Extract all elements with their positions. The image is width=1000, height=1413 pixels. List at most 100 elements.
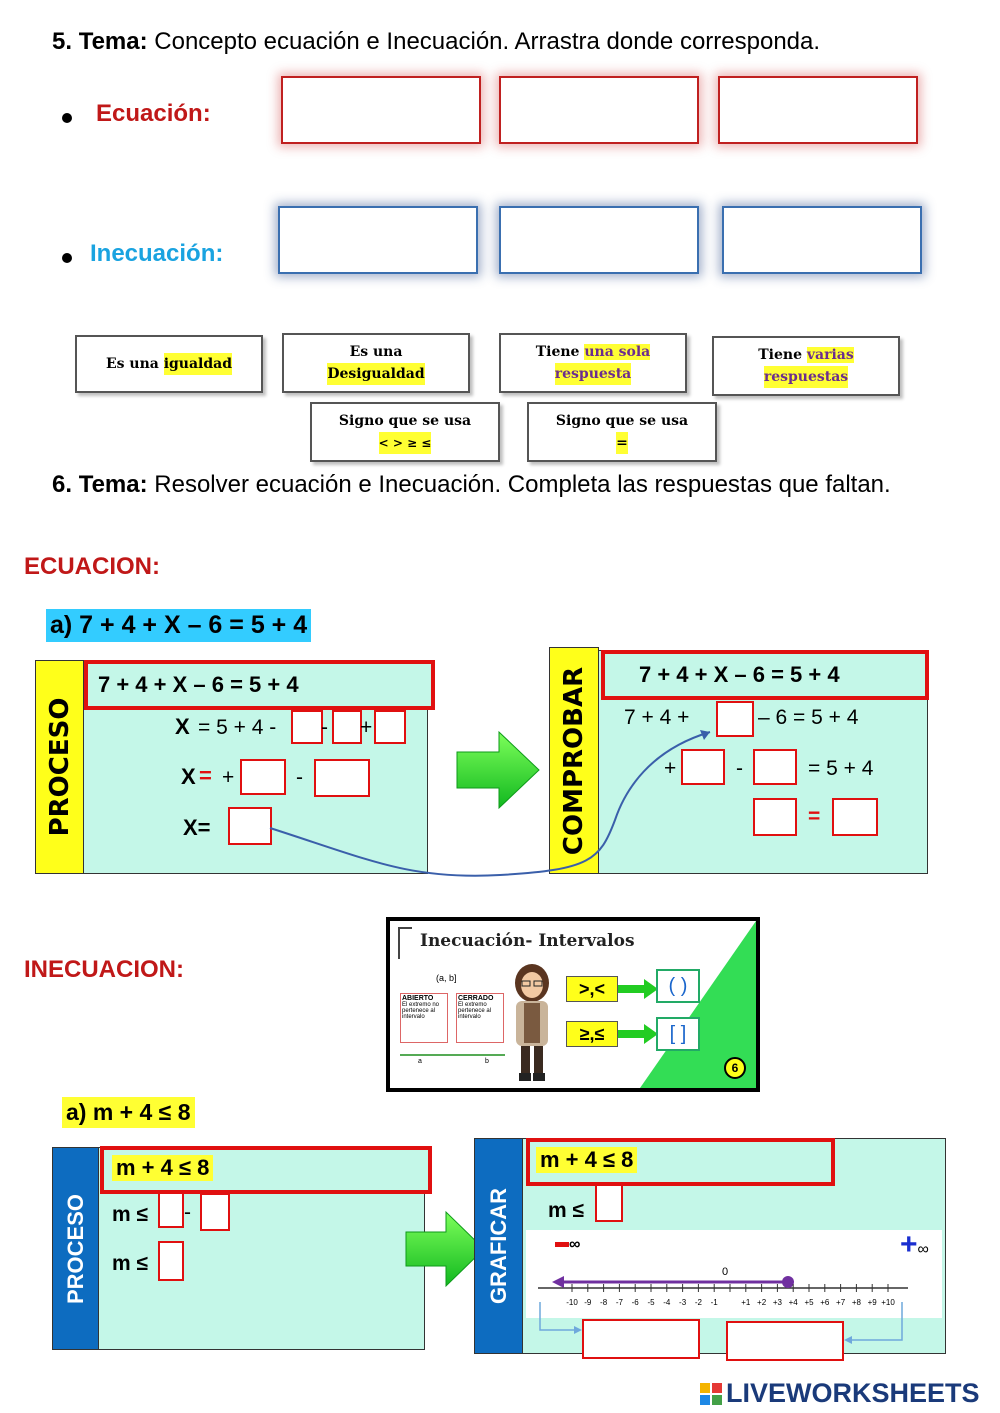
ineq-process-box: m + 4 ≤ 8	[100, 1146, 432, 1194]
bracket2-box: [ ]	[656, 1017, 700, 1051]
eq-step1-minus: -	[321, 716, 328, 739]
section5-tema-text: Concepto ecuación e Inecuación. Arrastra…	[154, 28, 821, 55]
eq-step2-plus: +	[222, 766, 235, 789]
arrow-symbol1	[618, 979, 658, 999]
section5-number: 5.	[52, 28, 73, 55]
infographic-title-corner	[398, 927, 412, 959]
eq-problem: a) 7 + 4 + X – 6 = 5 + 4	[46, 609, 312, 642]
comp-line2-plus: +	[664, 757, 677, 780]
numberline-tick-label: -10	[566, 1298, 578, 1307]
bullet-ecuacion	[62, 113, 72, 123]
eq-step1-text: = 5 + 4 -	[198, 716, 277, 739]
proceso-label-ecuacion: PROCESO	[45, 697, 75, 837]
card-una-sola-hl2: respuesta	[554, 363, 632, 385]
solution-endpoint	[782, 1276, 794, 1288]
card-signo-desigualdad[interactable]: Signo que se usa < > ≥ ≤	[310, 402, 500, 462]
ineq-step1-answer-2[interactable]	[200, 1193, 230, 1231]
infographic-label-b: b	[485, 1058, 489, 1065]
solution-ray-arrowhead	[552, 1276, 564, 1288]
cerrado-text: El extremo pertenece al intervalo	[458, 1002, 492, 1020]
proceso-bar-ecuacion: PROCESO	[35, 660, 85, 874]
intervalos-infographic: Inecuación- Intervalos (a, b] ABIERTO El…	[386, 917, 760, 1092]
ineq-step2-answer[interactable]	[158, 1241, 184, 1281]
section5-heading: 5. Tema: Concepto ecuación e Inecuación.…	[52, 28, 982, 56]
graf-m: m ≤	[548, 1199, 585, 1222]
bracket1-box: ( )	[656, 969, 700, 1003]
eq-step2-answer-1[interactable]	[240, 759, 286, 795]
eq-step1-x: X	[175, 714, 190, 739]
comp-line3-eq: =	[808, 805, 821, 828]
comp-line2-answer-2[interactable]	[753, 749, 797, 785]
numberline-tick-label: -7	[616, 1298, 624, 1307]
eq-step1-answer-1[interactable]	[291, 710, 323, 744]
interval-connectors	[539, 1302, 903, 1344]
symbol1-box: >,<	[566, 976, 618, 1002]
card-desigualdad[interactable]: Es una Desigualdad	[282, 333, 470, 393]
comp-line1-pre: 7 + 4 +	[624, 706, 690, 729]
card-una-sola-respuesta[interactable]: Tiene una sola respuesta	[499, 333, 687, 393]
comp-line3-answer-2[interactable]	[832, 798, 878, 836]
inecuacion-dropzone-3[interactable]	[722, 206, 922, 274]
ineq-problem: a) m + 4 ≤ 8	[62, 1097, 195, 1128]
card-una-sola-prefix: Tiene	[535, 344, 580, 360]
numberline-tick-label: -2	[695, 1298, 703, 1307]
interval-answer-left[interactable]	[582, 1319, 700, 1359]
eq-step2-answer-2[interactable]	[314, 759, 370, 797]
card-igualdad-prefix: Es una	[105, 356, 159, 372]
comp-line2-minus: -	[736, 757, 743, 780]
interval-answer-right[interactable]	[726, 1321, 844, 1361]
comp-box-text: 7 + 4 + X – 6 = 5 + 4	[639, 662, 840, 687]
green-arrow-inecuacion	[405, 1210, 485, 1288]
card-igualdad-highlight: igualdad	[163, 353, 233, 375]
plus-infinity-symbol: ∞	[917, 1241, 929, 1258]
eq-step2-x: X	[181, 764, 196, 789]
section6-tema-label: Tema:	[78, 471, 148, 498]
eq-step1-answer-2[interactable]	[332, 710, 362, 744]
numberline-tick-label: -4	[663, 1298, 671, 1307]
eq-step3-answer[interactable]	[228, 807, 272, 845]
graf-m-answer[interactable]	[595, 1184, 623, 1222]
proceso-label-inecuacion: PROCESO	[63, 1193, 88, 1304]
comp-line3-answer-1[interactable]	[753, 798, 797, 836]
abierto-box: ABIERTO El extremo no pertenece al inter…	[400, 993, 448, 1043]
graficar-bar: GRAFICAR	[474, 1138, 524, 1354]
infographic-interval: (a, b]	[436, 973, 457, 983]
comp-line2-answer-1[interactable]	[681, 749, 725, 785]
connector-curve	[269, 730, 711, 877]
card-varias-respuestas[interactable]: Tiene varias respuestas	[712, 336, 900, 396]
numberline-tick-label: -9	[584, 1298, 592, 1307]
comp-line1-answer[interactable]	[716, 701, 754, 737]
inecuacion-heading: INECUACION:	[24, 956, 184, 983]
graficar-label: GRAFICAR	[486, 1187, 511, 1305]
ecuacion-label: Ecuación:	[96, 100, 211, 127]
comp-line2-post: = 5 + 4	[808, 757, 874, 780]
card-signo-igual-hl: =	[616, 432, 628, 454]
ineq-step1-answer-1[interactable]	[158, 1192, 184, 1228]
eq-step1-answer-3[interactable]	[374, 710, 406, 744]
infographic-label-a: a	[418, 1058, 422, 1065]
card-igualdad[interactable]: Es una igualdad	[75, 335, 263, 393]
numberline-zero-label: 0	[722, 1266, 729, 1278]
ecuacion-dropzone-3[interactable]	[718, 76, 918, 144]
ineq-process-box-text: m + 4 ≤ 8	[112, 1155, 214, 1181]
numberline-tick-label: -6	[632, 1298, 640, 1307]
comprobar-bar: COMPROBAR	[549, 647, 599, 874]
card-varias-prefix: Tiene	[758, 347, 802, 363]
numberline-tick-label: +2	[757, 1298, 767, 1307]
ecuacion-dropzone-2[interactable]	[499, 76, 699, 144]
inecuacion-dropzone-2[interactable]	[499, 206, 699, 274]
ecuacion-dropzone-1[interactable]	[281, 76, 481, 144]
minus-infinity-symbol: ∞	[569, 1236, 581, 1253]
card-signo-igual[interactable]: Signo que se usa =	[527, 402, 717, 462]
infographic-title: Inecuación- Intervalos	[420, 931, 635, 951]
abierto-label: ABIERTO	[402, 995, 434, 1002]
numberline-tick-label: +3	[773, 1298, 783, 1307]
card-una-sola-hl1: una sola	[584, 344, 651, 360]
section6-heading: 6. Tema: Resolver ecuación e Inecuación.…	[52, 468, 952, 502]
infographic-badge: 6	[724, 1057, 746, 1079]
infographic-numberline	[400, 1054, 505, 1056]
ineq-step2-m: m ≤	[112, 1252, 149, 1275]
ecuacion-heading: ECUACION:	[24, 553, 160, 580]
section6-number: 6.	[52, 471, 73, 498]
inecuacion-dropzone-1[interactable]	[278, 206, 478, 274]
